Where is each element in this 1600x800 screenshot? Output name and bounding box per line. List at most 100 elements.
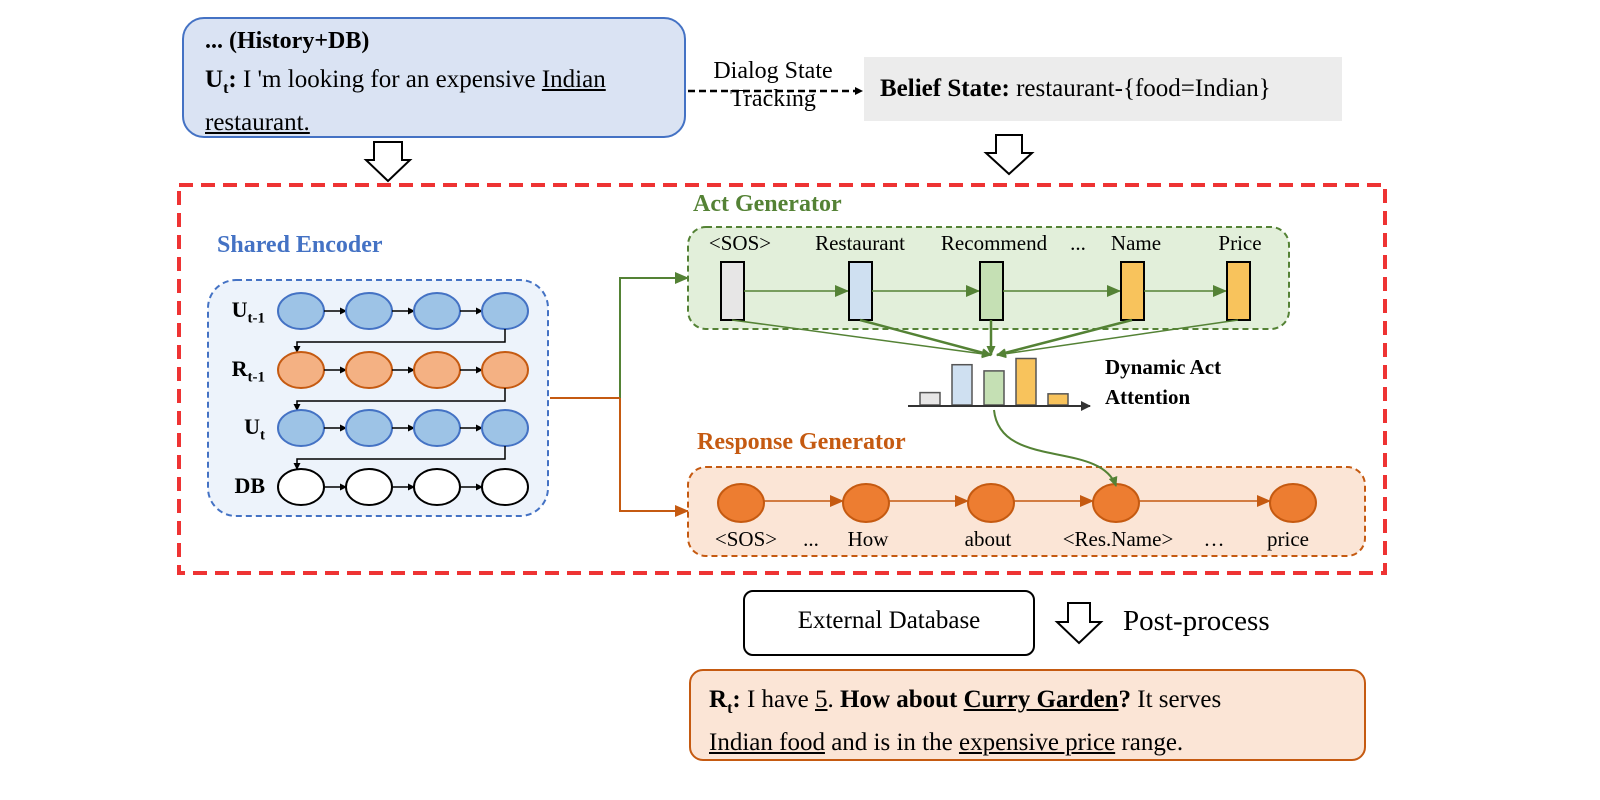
row-label-main: R [231, 356, 248, 381]
response-speaker: Rt: [709, 686, 741, 717]
resp-part: and is in the [824, 729, 959, 756]
resp-part: range. [1115, 729, 1184, 756]
act-generator-title: Act Generator [693, 191, 842, 217]
dst-line1: Dialog State [713, 58, 833, 84]
attention-bar [951, 363, 973, 406]
resp-speaker-letter: R [709, 686, 728, 713]
encoder-node [345, 292, 393, 330]
act-token-node [720, 261, 745, 321]
encoder-row-label: Ut-1 [205, 297, 265, 327]
model-frame [177, 183, 1387, 575]
resp-bold: ? [1118, 686, 1132, 713]
act-token-node [979, 261, 1004, 321]
act-token-node [1226, 261, 1251, 321]
row-label-sub: t-1 [247, 369, 266, 386]
act-to-attention-edge [731, 319, 992, 359]
final-response-box [689, 669, 1366, 761]
belief-state-text: Belief State: restaurant-{food=Indian} [880, 75, 1271, 103]
encoder-row-link [293, 388, 506, 411]
response-token-label: <Res.Name> [1062, 527, 1174, 551]
response-token-label: <SOS> [714, 527, 778, 551]
response-token-node [1092, 483, 1140, 523]
encoder-node [481, 351, 529, 389]
external-database-box [743, 590, 1035, 656]
row-label-main: U [231, 297, 248, 322]
act-token-label: Restaurant [815, 231, 905, 255]
resp-bold: How about [840, 686, 964, 713]
encoder-node [481, 409, 529, 447]
encoder-row-label: Ut [205, 414, 265, 444]
resp-part: I have [740, 686, 815, 713]
resp-speaker-sep: : [732, 686, 741, 713]
encoder-node [277, 351, 325, 389]
attention-bar [1047, 393, 1069, 406]
act-token-node [1120, 261, 1145, 321]
speaker-sep: : [228, 66, 237, 93]
encoder-row-link [293, 329, 506, 353]
encoder-node [413, 351, 461, 389]
encoder-to-response-connector [619, 398, 689, 517]
act-token-node [848, 261, 873, 321]
down-arrow-history-icon [363, 141, 413, 183]
speaker-letter: U [205, 66, 224, 93]
act-to-attention-edge [996, 319, 1239, 359]
response-token-node [967, 483, 1015, 523]
encoder-node [413, 409, 461, 447]
dyn-line1: Dynamic Act [1105, 355, 1222, 379]
history-title: ... (History+DB) [205, 28, 370, 54]
encoder-to-act-connector [550, 272, 689, 399]
encoder-node [413, 468, 461, 506]
encoder-row-label: Rt-1 [205, 356, 265, 386]
encoder-node [345, 409, 393, 447]
encoder-node [277, 292, 325, 330]
utterance-entity-food: Indian [541, 66, 606, 93]
down-arrow-postprocess-icon [1054, 602, 1104, 645]
row-label-sub: t-1 [247, 310, 266, 327]
response-token-label: about [964, 527, 1012, 551]
response-token-label: price [1267, 527, 1309, 551]
belief-state-label: Belief State: [880, 75, 1010, 102]
act-token-label: Recommend [940, 231, 1048, 255]
encoder-row-label: DB [205, 473, 265, 499]
external-database-label: External Database [797, 607, 981, 634]
utterance-plain: I 'm looking for an expensive [236, 66, 542, 93]
response-token-node [717, 483, 765, 523]
resp-count: 5 [815, 686, 828, 713]
belief-state-value: restaurant-{food=Indian} [1009, 75, 1271, 102]
resp-restaurant-name: Curry Garden [963, 686, 1119, 713]
speaker-sub: t [223, 80, 229, 97]
dst-line2: Tracking [730, 86, 816, 112]
encoder-node [345, 351, 393, 389]
utterance-entity-domain: restaurant. [205, 109, 310, 136]
resp-ellipsis-1: ... [803, 527, 819, 551]
dyn-line2: Attention [1105, 385, 1191, 409]
row-label-main: U [244, 414, 260, 439]
act-to-attention-edge [859, 318, 992, 358]
act-token-label: Name [1110, 231, 1162, 255]
resp-part: . [827, 686, 840, 713]
response-generator-title: Response Generator [697, 429, 906, 455]
act-ellipsis: ... [1070, 231, 1086, 255]
user-utterance: Ut: I 'm looking for an expensive Indian… [205, 63, 685, 140]
encoder-row-link [293, 446, 506, 470]
response-generator-box [687, 466, 1366, 557]
encoder-node [345, 468, 393, 506]
row-label-sub: t [260, 427, 265, 444]
encoder-node [481, 292, 529, 330]
down-arrow-belief-icon [983, 134, 1035, 176]
encoder-node [413, 292, 461, 330]
encoder-node [481, 468, 529, 506]
response-token-node [1269, 483, 1317, 523]
resp-part: It serves [1131, 686, 1222, 713]
belief-state-box [864, 57, 1342, 121]
resp-ellipsis-2: … [1203, 527, 1225, 551]
attention-bar [1015, 357, 1037, 406]
resp-food-entity: Indian food [709, 729, 825, 756]
final-response-text: Rt: I have 5. How about Curry Garden? It… [709, 683, 1359, 760]
act-token-label: <SOS> [708, 231, 772, 255]
attention-bar [983, 370, 1005, 406]
response-token-node [842, 483, 890, 523]
act-token-label: Price [1218, 231, 1262, 255]
